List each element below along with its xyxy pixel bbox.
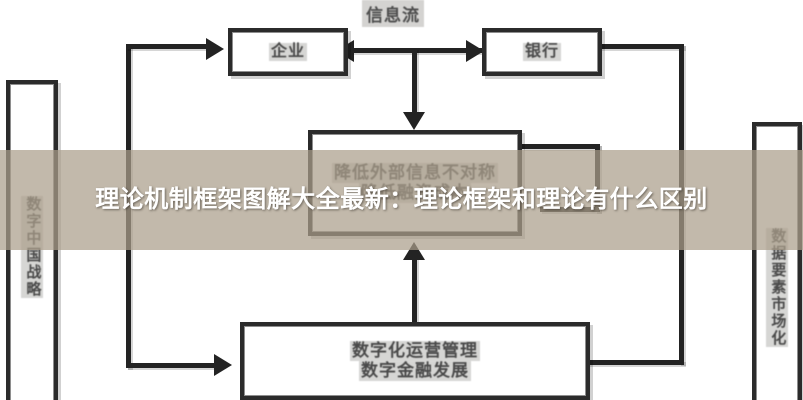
information-flow-label: 信息流	[362, 0, 424, 27]
connector-left-bottom-horizontal	[126, 363, 218, 368]
connector-right-top-horizontal	[598, 44, 684, 49]
node-bottom-label-line2: 数字金融发展	[359, 361, 471, 382]
connector-middle-right-horizontal	[522, 144, 600, 149]
connector-top-center-horizontal	[352, 48, 494, 53]
node-enterprise-label: 企业	[268, 42, 307, 62]
connector-bottom-up-stem	[412, 250, 417, 324]
node-right-panel-inner: 数据要素市场化	[756, 126, 798, 400]
node-bottom-label-line1: 数字化运营管理	[350, 340, 480, 361]
connector-right-bottom-horizontal	[586, 360, 684, 365]
node-enterprise[interactable]: 企业	[228, 28, 348, 76]
node-bank-label: 银行	[522, 42, 561, 62]
title-overlay-band: 理论机制框架图解大全最新：理论框架和理论有什么区别	[0, 150, 803, 250]
arrowhead-into-bank-center	[466, 40, 484, 62]
connector-left-top-horizontal	[126, 44, 208, 49]
node-bank-inner: 银行	[486, 32, 598, 72]
node-enterprise-inner: 企业	[232, 32, 344, 72]
node-bank[interactable]: 银行	[482, 28, 602, 76]
overlay-title: 理论机制框架图解大全最新：理论框架和理论有什么区别	[95, 186, 708, 214]
arrowhead-into-middle-box	[403, 112, 425, 130]
node-right-panel-label: 数据要素市场化	[765, 227, 789, 347]
node-bottom-inner: 数字化运营管理 数字金融发展	[244, 326, 586, 396]
arrowhead-into-bottom-box	[214, 354, 232, 376]
connector-center-down-stem	[412, 48, 417, 120]
arrowhead-into-enterprise	[206, 38, 224, 60]
node-bottom-driver[interactable]: 数字化运营管理 数字金融发展	[240, 322, 590, 400]
